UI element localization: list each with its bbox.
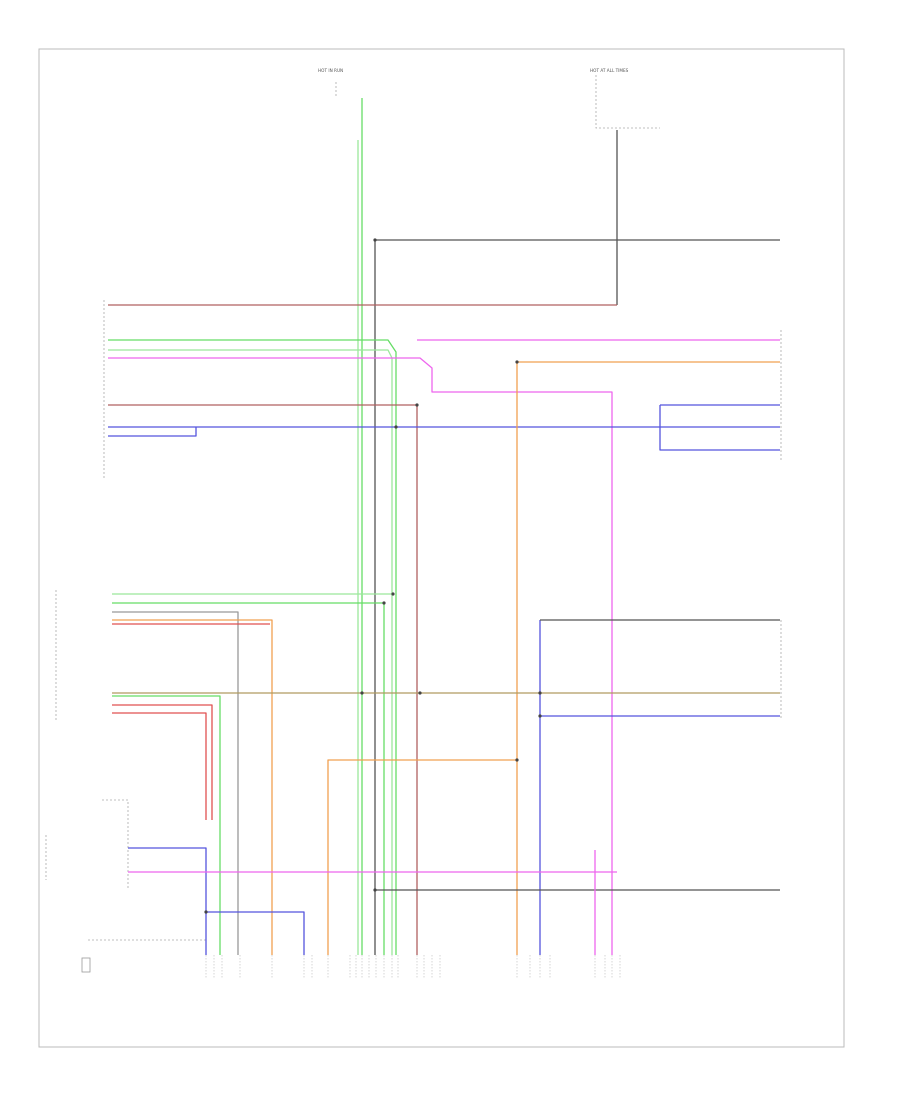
- wire-orange-lower: [327, 759, 517, 955]
- wire-gray-mid: [112, 611, 239, 955]
- left-switch-box: [102, 799, 129, 890]
- wire-red-control-2: [112, 712, 207, 820]
- wire-pink-upper: [108, 357, 613, 955]
- wire-lightgreen-upper: [108, 349, 393, 955]
- splice-dot: [515, 758, 519, 762]
- splice-dot: [515, 360, 519, 364]
- wire-blue-switch: [128, 847, 207, 955]
- splice-dot: [373, 888, 377, 892]
- diagram-border: [38, 48, 845, 1048]
- wire-blue-lower: [108, 427, 197, 437]
- splice-dot: [204, 910, 208, 914]
- frame-layer: [38, 48, 845, 1048]
- splice-dot: [415, 403, 419, 407]
- ground-connector: [81, 957, 91, 973]
- ignition-label: HOT AT ALL TIMES: [590, 68, 629, 73]
- splice-dot: [382, 601, 386, 605]
- wire-green-control: [112, 695, 221, 955]
- splice-dot: [391, 592, 395, 596]
- ignition-top-box: [595, 75, 660, 129]
- fuse-label: HOT IN RUN: [318, 68, 343, 73]
- wire-layer: [108, 98, 780, 955]
- wire-green-mid: [112, 602, 385, 955]
- splice-dot: [373, 238, 377, 242]
- splice-dot: [538, 691, 542, 695]
- splice-dot: [538, 714, 542, 718]
- splice-layer: [204, 238, 542, 914]
- splice-dot: [360, 691, 364, 695]
- wire-green-upper: [108, 339, 397, 955]
- splice-dot: [418, 691, 422, 695]
- label-layer: HOT IN RUN HOT AT ALL TIMES: [318, 68, 629, 73]
- splice-dot: [394, 425, 398, 429]
- wire-red-control-1: [112, 704, 213, 820]
- wire-blue-bottom: [206, 911, 305, 955]
- wire-orange-mid: [112, 619, 273, 955]
- wire-blue-right-2: [659, 405, 780, 451]
